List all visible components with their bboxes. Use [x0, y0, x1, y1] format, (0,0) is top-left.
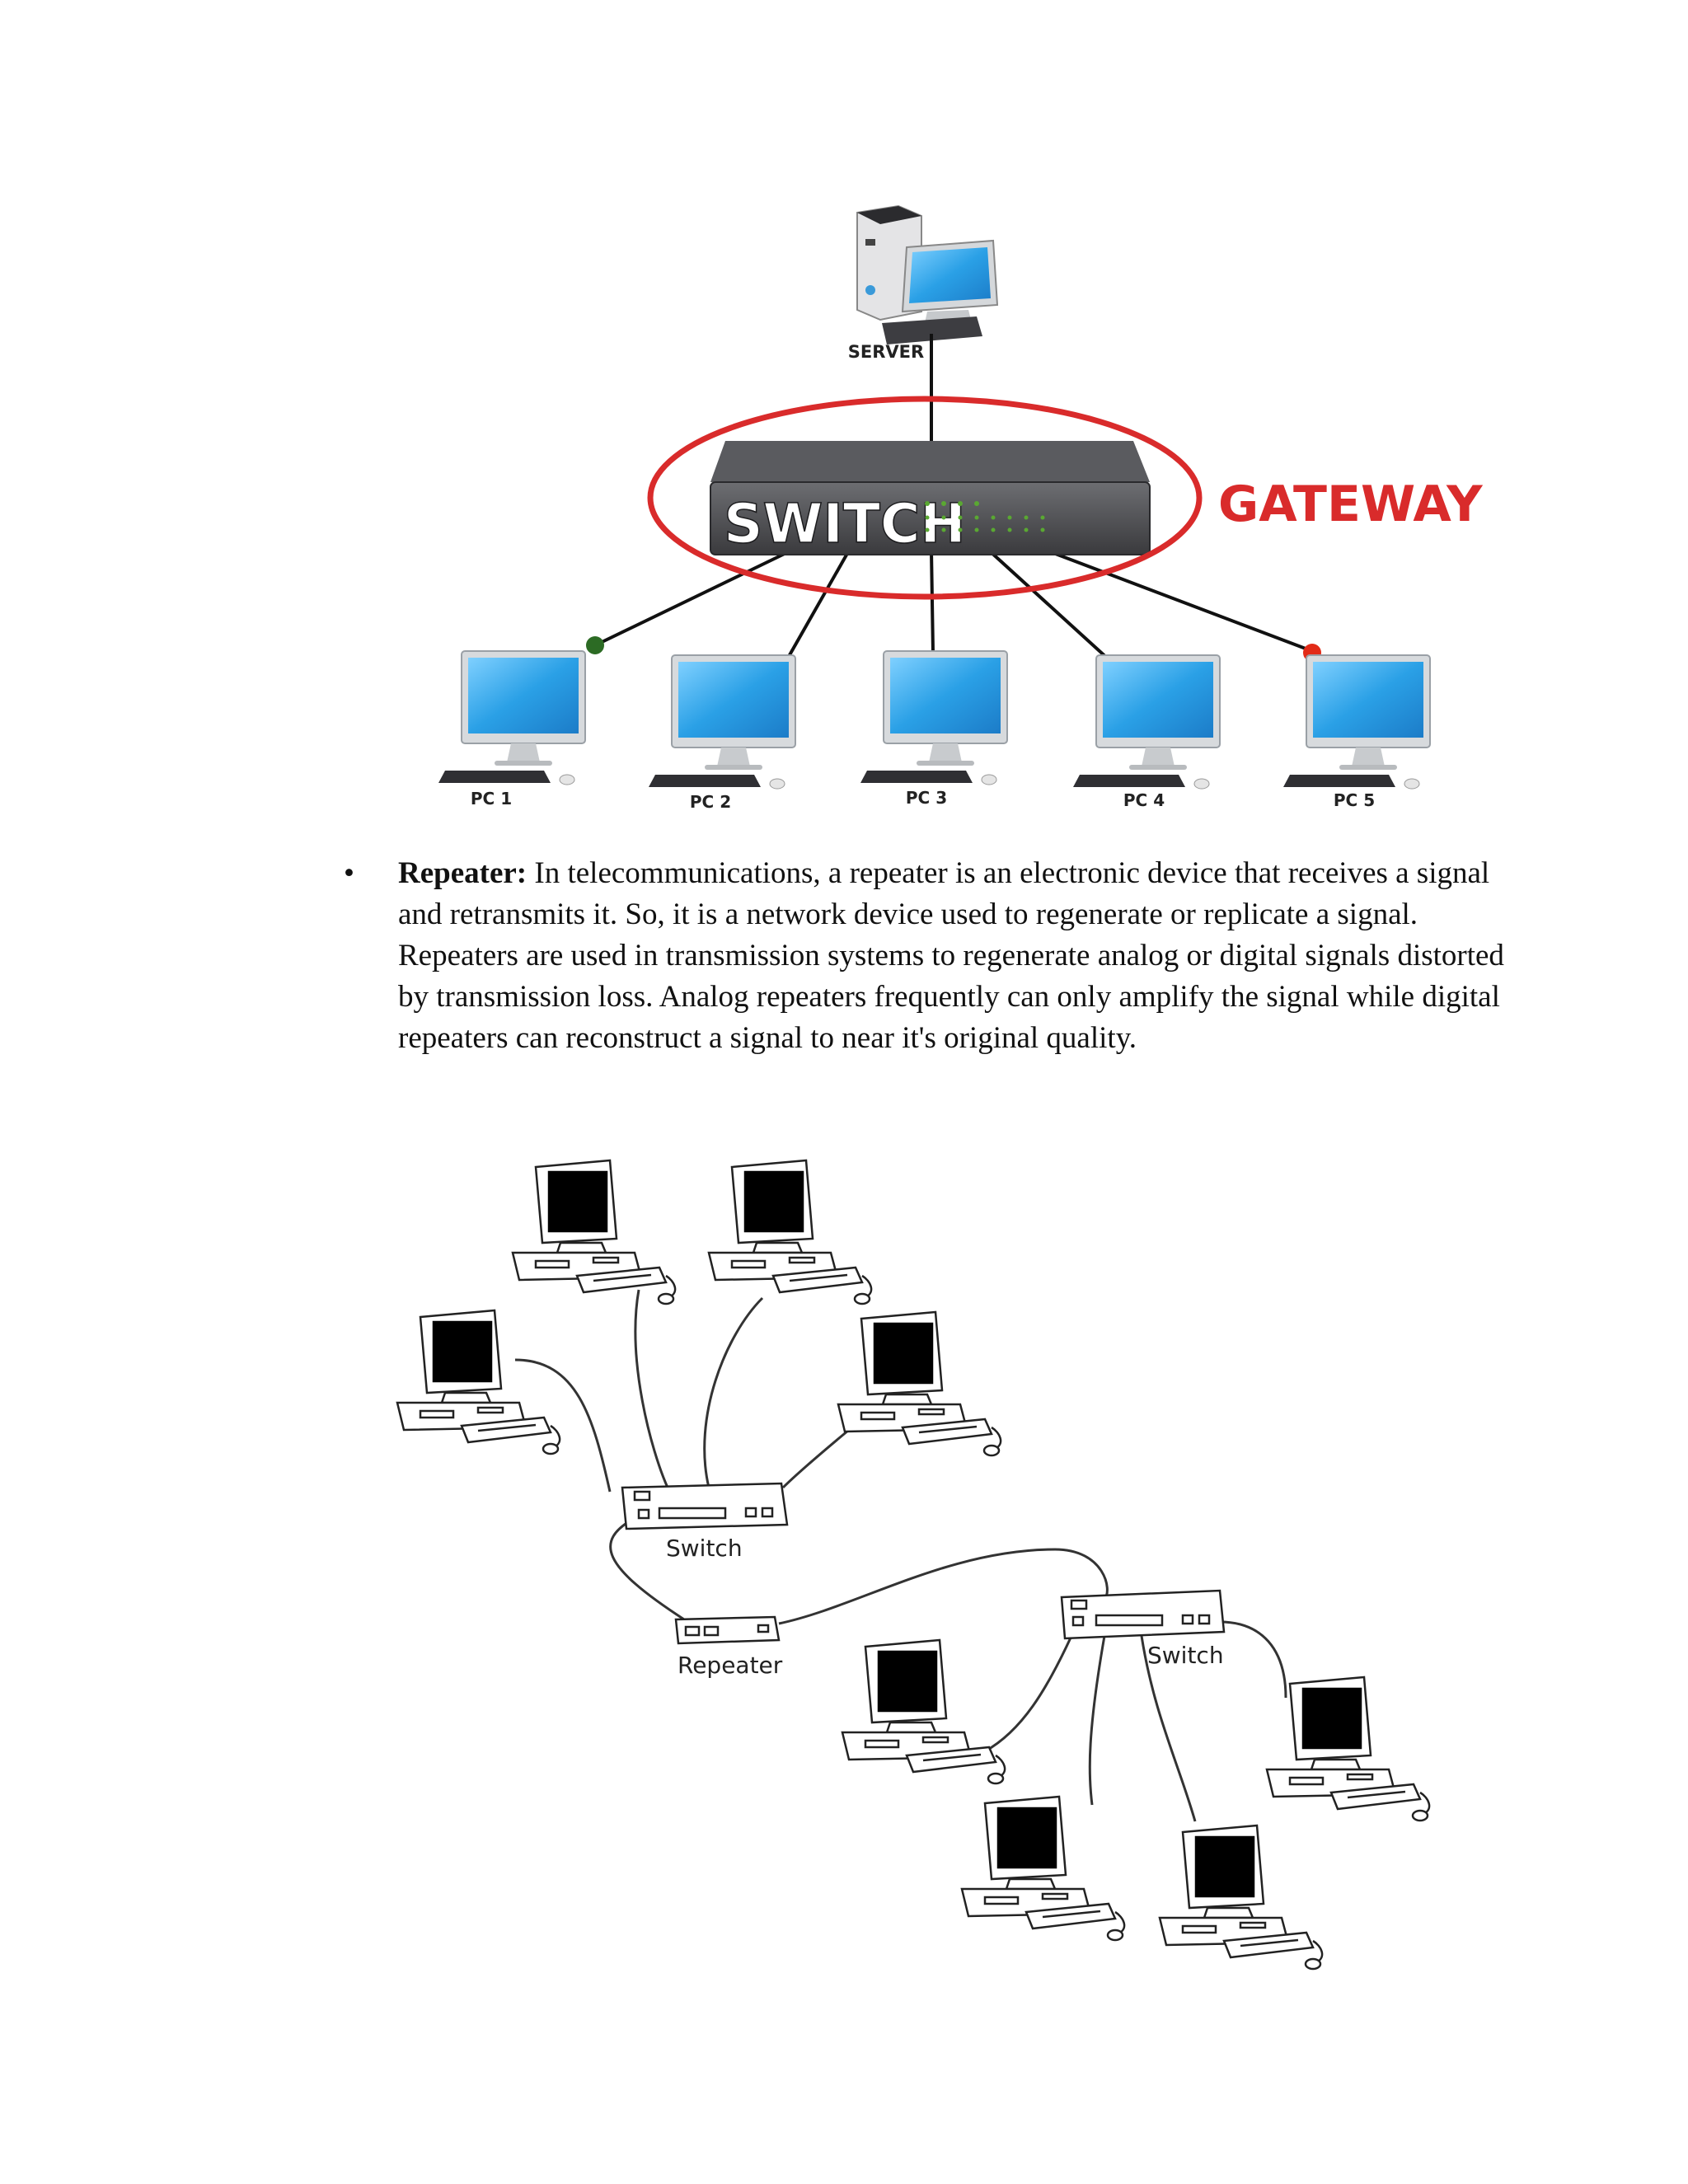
repeater-cables	[514, 1289, 1287, 1822]
pc3-label: PC 3	[906, 788, 947, 808]
pc4-icon	[1072, 654, 1221, 790]
computer-1-icon	[511, 1159, 677, 1305]
computer-7-icon	[1265, 1675, 1431, 1822]
switch-label: SWITCH	[724, 492, 966, 555]
switch-right-label: Switch	[1147, 1642, 1224, 1669]
network-cables	[594, 334, 1313, 661]
computer-8-icon	[1158, 1824, 1324, 1971]
switch-right-device	[1060, 1589, 1226, 1640]
pc2-icon	[648, 654, 796, 790]
gateway-ring	[647, 396, 1203, 600]
gateway-diagram: SERVER SWITCH GATEWAY	[438, 204, 1484, 812]
term-label: Repeater:	[398, 856, 528, 890]
bullet-marker: •	[344, 856, 354, 890]
computer-4-icon	[837, 1310, 1002, 1457]
gateway-label: GATEWAY	[1218, 476, 1484, 533]
pc1-icon	[438, 650, 586, 785]
computer-2-icon	[707, 1159, 873, 1305]
switch-port-leds	[925, 501, 1045, 532]
repeater-device	[674, 1615, 781, 1645]
repeater-definition: • Repeater: In telecommunications, a rep…	[344, 853, 1508, 1059]
pc5-icon	[1282, 654, 1431, 790]
pc3-icon	[860, 650, 1008, 785]
pc4-label: PC 4	[1123, 790, 1165, 810]
switch-device: SWITCH	[710, 441, 1151, 556]
switch-left-device	[621, 1482, 789, 1530]
pc2-label: PC 2	[690, 792, 731, 812]
computer-5-icon	[841, 1638, 1006, 1785]
repeater-diagram: Switch Repeater Switch	[396, 1159, 1431, 1971]
definition-paragraph: Repeater: In telecommunications, a repea…	[398, 853, 1508, 1059]
server-label: SERVER	[848, 342, 924, 362]
server-icon	[856, 204, 999, 344]
definition-body: In telecommunications, a repeater is an …	[398, 856, 1504, 1055]
pc1-connector-icon	[586, 636, 604, 654]
pc5-label: PC 5	[1334, 790, 1375, 810]
computer-3-icon	[396, 1309, 561, 1455]
switch-left-label: Switch	[666, 1535, 743, 1562]
pc1-label: PC 1	[471, 789, 512, 808]
repeater-label: Repeater	[678, 1652, 783, 1679]
computer-6-icon	[960, 1795, 1126, 1942]
